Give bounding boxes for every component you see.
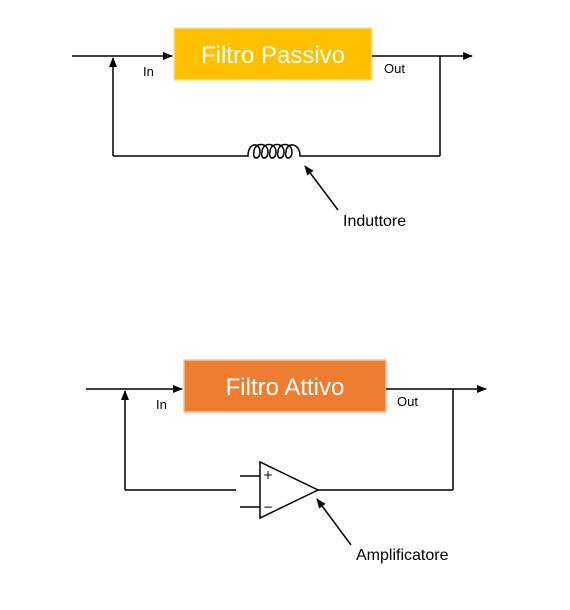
op-amp-triangle bbox=[259, 460, 320, 520]
inductor-coil-icon bbox=[241, 143, 308, 159]
active-filter-title: Filtro Attivo bbox=[226, 374, 345, 401]
active-filter-section: Filtro Attivo In Out + − Amplificatore bbox=[86, 359, 487, 564]
passive-filter-section: Filtro Passivo In Out Induttore bbox=[72, 27, 473, 230]
passive-filter-title: Filtro Passivo bbox=[201, 42, 345, 69]
inductor-callout-arrow bbox=[304, 165, 339, 211]
amplifier-label: Amplificatore bbox=[356, 547, 449, 564]
inductor-label: Induttore bbox=[343, 213, 406, 230]
passive-filter-box bbox=[173, 27, 373, 81]
op-amp-plus-sign: + bbox=[263, 468, 273, 482]
active-out-label: Out bbox=[397, 394, 418, 409]
passive-out-label: Out bbox=[384, 61, 405, 76]
active-filter-box bbox=[183, 359, 387, 413]
op-amp-minus-sign: − bbox=[263, 500, 273, 514]
passive-in-label: In bbox=[143, 64, 154, 79]
op-amp-icon: + − bbox=[240, 460, 342, 520]
amplifier-callout-arrow bbox=[316, 498, 352, 546]
active-in-label: In bbox=[156, 397, 167, 412]
